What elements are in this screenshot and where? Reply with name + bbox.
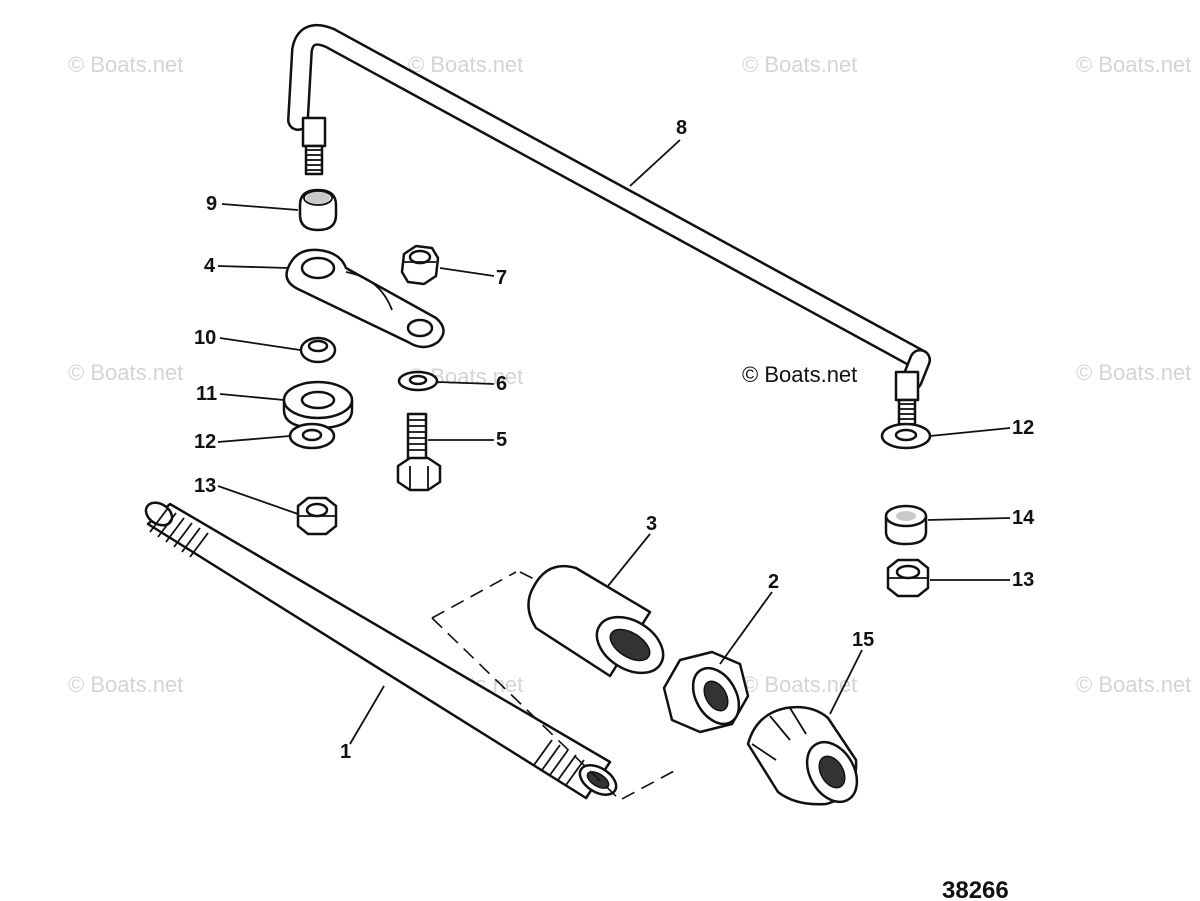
part-15-slotted-nut bbox=[746, 705, 859, 806]
callout-8: 8 bbox=[676, 117, 687, 139]
watermark: © Boats.net bbox=[408, 52, 523, 77]
watermark: © Boats.net bbox=[68, 360, 183, 385]
part-14-spacer bbox=[884, 504, 928, 546]
part-1-tube bbox=[144, 501, 618, 800]
part-7-nut bbox=[400, 244, 440, 286]
part-4-steering-link bbox=[285, 248, 445, 349]
callout-11: 11 bbox=[196, 383, 217, 405]
part-6-washer bbox=[397, 370, 439, 392]
callout-4: 4 bbox=[204, 255, 216, 277]
callout-6: 6 bbox=[496, 373, 507, 395]
watermark: © Boats.net bbox=[1076, 52, 1191, 77]
callout-1: 1 bbox=[340, 741, 351, 763]
part-13-nut-left bbox=[296, 496, 338, 536]
callout-7: 7 bbox=[496, 267, 507, 289]
callout-3: 3 bbox=[646, 513, 657, 535]
watermark-strong: © Boats.net bbox=[742, 362, 857, 387]
watermark: © Boats.net bbox=[68, 672, 183, 697]
part-3-sleeve bbox=[527, 564, 665, 678]
part-5-bolt bbox=[396, 412, 442, 492]
part-8-tie-bar bbox=[287, 24, 931, 432]
part-12-washer-left bbox=[288, 422, 336, 450]
part-9-spacer bbox=[298, 188, 338, 232]
callout-13: 13 bbox=[194, 475, 216, 497]
callout-12-right: 12 bbox=[1012, 417, 1034, 439]
part-2-hex-nut bbox=[662, 650, 750, 734]
watermark: © Boats.net bbox=[68, 52, 183, 77]
part-13-nut-right bbox=[886, 558, 930, 598]
callout-13-right: 13 bbox=[1012, 569, 1034, 591]
watermark: © Boats.net bbox=[1076, 672, 1191, 697]
callout-5: 5 bbox=[496, 429, 507, 451]
callout-12: 12 bbox=[194, 431, 216, 453]
part-10-washer bbox=[299, 336, 337, 364]
part-11-large-washer bbox=[282, 380, 354, 430]
watermark: © Boats.net bbox=[742, 672, 857, 697]
callout-9: 9 bbox=[206, 193, 217, 215]
watermark: © Boats.net bbox=[742, 52, 857, 77]
leader-lines bbox=[217, 139, 1011, 745]
kit-dashed-outline bbox=[431, 571, 677, 801]
callout-10: 10 bbox=[194, 327, 216, 349]
watermark: © Boats.net bbox=[1076, 360, 1191, 385]
callout-14: 14 bbox=[1012, 507, 1035, 529]
callout-15: 15 bbox=[852, 629, 874, 651]
callout-2: 2 bbox=[768, 571, 779, 593]
diagram-number: 38266 bbox=[942, 877, 1009, 901]
part-12-washer-right bbox=[880, 422, 932, 450]
